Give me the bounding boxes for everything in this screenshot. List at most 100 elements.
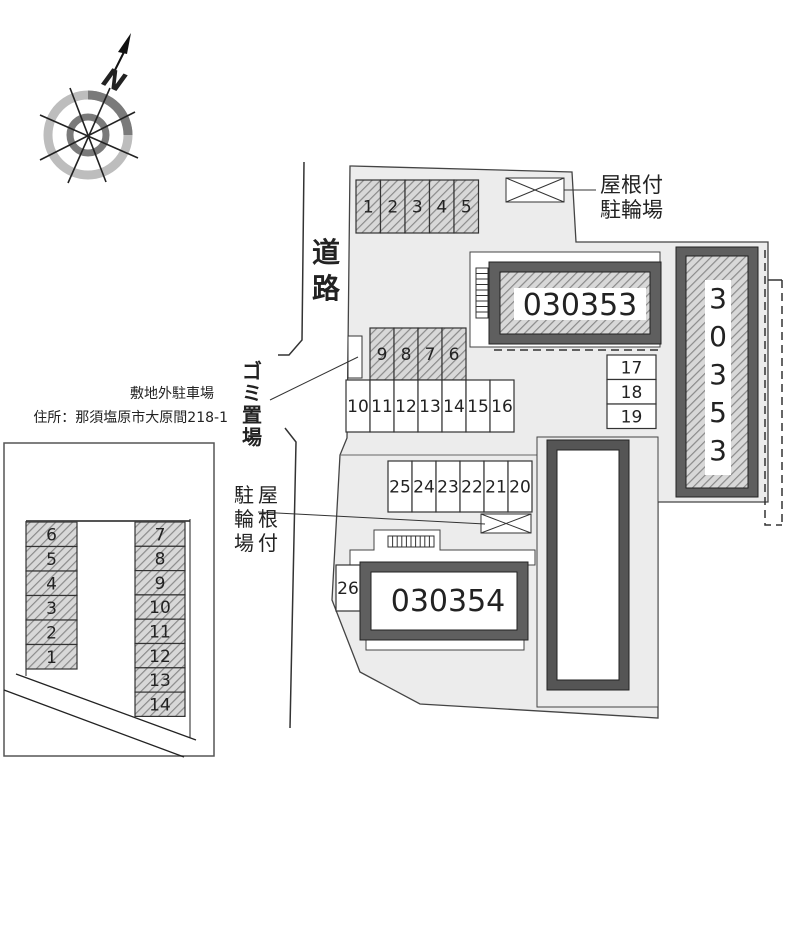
parking-space: 6 xyxy=(25,521,78,548)
parking-space: 1 xyxy=(355,179,382,234)
parking-space: 2 xyxy=(25,619,78,646)
label-char: 輪 xyxy=(234,507,254,531)
label-char: ゴ xyxy=(242,359,262,383)
parking-space-number: 18 xyxy=(621,383,643,403)
building-label-char: 0 xyxy=(709,320,727,353)
label-char: ミ xyxy=(242,381,262,405)
parking-space-number: 24 xyxy=(413,478,435,498)
parking-space: 10 xyxy=(134,594,186,620)
parking-space-number: 19 xyxy=(621,407,643,427)
parking-space: 21 xyxy=(483,460,509,513)
parking-space-number: 11 xyxy=(149,622,171,642)
parking-space: 13 xyxy=(134,667,186,693)
parking-space: 23 xyxy=(435,460,461,513)
label-char: 場 xyxy=(234,531,254,555)
stairs-icon xyxy=(475,267,489,319)
parking-space: 6 xyxy=(441,327,467,381)
parking-space: 11 xyxy=(369,379,395,433)
label-char: 屋 xyxy=(258,483,278,507)
parking-space-number: 20 xyxy=(509,478,531,498)
parking-space-number: 12 xyxy=(395,397,417,417)
covered-bike-label-line1: 屋根付 xyxy=(600,173,663,197)
parking-space: 14 xyxy=(134,691,186,717)
parking-space: 18 xyxy=(606,378,657,405)
compass-icon: N xyxy=(39,33,139,184)
parking-space: 19 xyxy=(606,403,657,430)
parking-space-number: 6 xyxy=(46,525,57,545)
parking-space-number: 21 xyxy=(485,478,507,498)
parking-space-number: 3 xyxy=(412,198,423,218)
parking-space-number: 16 xyxy=(491,397,513,417)
building-label-char: 3 xyxy=(709,358,727,391)
parking-space: 5 xyxy=(25,545,78,572)
building-label: 030353 xyxy=(523,288,638,323)
parking-space: 24 xyxy=(411,460,437,513)
parking-space-number: 9 xyxy=(155,574,166,594)
label-char: 付 xyxy=(258,531,278,555)
parking-space: 9 xyxy=(369,327,395,381)
parking-space-number: 1 xyxy=(363,198,374,218)
parking-space: 1 xyxy=(25,643,78,670)
label-char: 駐 xyxy=(234,483,254,507)
stairs-icon xyxy=(387,535,435,548)
garbage-area xyxy=(347,335,363,379)
parking-space-number: 17 xyxy=(621,358,643,378)
parking-space: 12 xyxy=(134,642,186,669)
bike-shed-icon xyxy=(480,513,532,534)
offsite-parking-address: 住所：那須塩原市大原間218-1 xyxy=(33,409,228,426)
road-label-2: 路 xyxy=(312,272,341,305)
parking-space-number: 4 xyxy=(46,574,57,594)
parking-space: 10 xyxy=(345,379,371,433)
parking-space-number: 5 xyxy=(461,198,472,218)
parking-space: 22 xyxy=(459,460,485,513)
parking-space: 3 xyxy=(25,594,78,621)
parking-space: 15 xyxy=(465,379,491,433)
parking-space: 13 xyxy=(417,379,443,433)
parking-space-number: 14 xyxy=(443,397,465,417)
parking-space: 14 xyxy=(441,379,467,433)
parking-space: 12 xyxy=(393,379,419,433)
parking-space: 7 xyxy=(417,327,443,381)
label-char: 置 xyxy=(242,403,262,427)
building-30353: 30353 xyxy=(675,246,759,498)
parking-space-number: 2 xyxy=(387,198,398,218)
parking-space: 4 xyxy=(25,570,78,597)
building-030354: 030354 xyxy=(359,561,529,641)
building-label-char: 5 xyxy=(709,396,727,429)
parking-space-number: 23 xyxy=(437,478,459,498)
parking-space-number: 22 xyxy=(461,478,483,498)
parking-space-number: 9 xyxy=(377,345,388,365)
parking-space-number: 4 xyxy=(436,198,447,218)
parking-space-number: 25 xyxy=(389,478,411,498)
parking-space-number: 8 xyxy=(155,550,166,570)
parking-space-number: 10 xyxy=(149,598,171,618)
parking-space: 5 xyxy=(453,179,480,234)
covered-bike-label-left-col1: 駐輪場 xyxy=(234,483,254,555)
parking-space-number: 15 xyxy=(467,397,489,417)
road-label-1: 道 xyxy=(312,236,340,269)
parking-space-number: 2 xyxy=(46,623,57,643)
parking-space-number: 1 xyxy=(46,648,57,668)
parking-space: 16 xyxy=(489,379,515,433)
parking-space: 17 xyxy=(606,354,657,381)
parking-space-number: 13 xyxy=(149,671,171,691)
road-edges xyxy=(278,161,305,729)
parking-space: 3 xyxy=(404,179,431,234)
parking-space-number: 8 xyxy=(401,345,412,365)
building-030353: 030353 xyxy=(488,261,662,345)
building-label-char: 3 xyxy=(709,434,727,467)
parking-space-number: 11 xyxy=(371,397,393,417)
parking-space: 7 xyxy=(134,521,186,547)
parking-space: 20 xyxy=(507,460,533,513)
parking-space: 11 xyxy=(134,618,186,645)
parking-space-number: 6 xyxy=(449,345,460,365)
parking-space: 8 xyxy=(134,545,186,572)
label-char: 場 xyxy=(242,425,262,449)
parking-space-number: 26 xyxy=(337,579,359,599)
label-char: 根 xyxy=(258,507,278,531)
parking-space: 8 xyxy=(393,327,419,381)
parking-space-number: 13 xyxy=(419,397,441,417)
parking-space: 4 xyxy=(428,179,455,234)
parking-space-number: 14 xyxy=(149,695,171,715)
